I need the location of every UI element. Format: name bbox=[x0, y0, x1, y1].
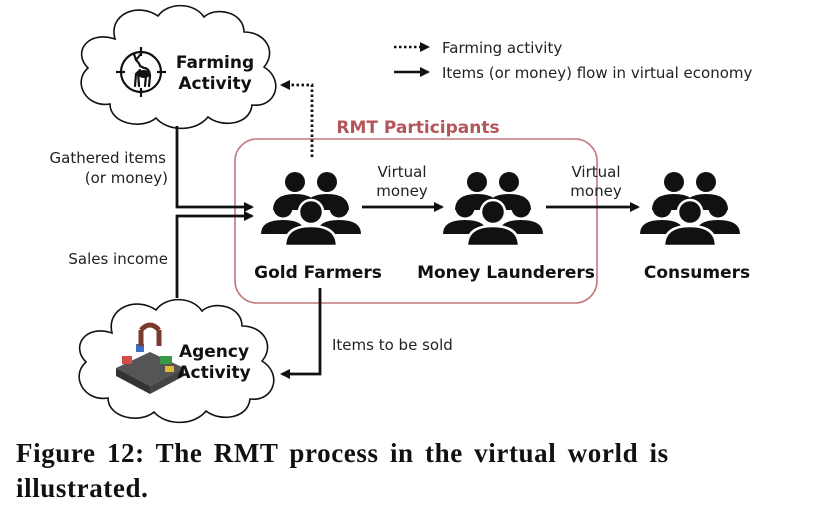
farming-label-line1: Farming bbox=[176, 53, 254, 73]
group-border bbox=[234, 138, 598, 304]
virtual-money-1-label-line1: Virtual bbox=[377, 163, 426, 181]
rmt-participants-group: RMT Participants bbox=[234, 118, 598, 304]
virtual-money-2-label-line2: money bbox=[570, 182, 622, 200]
farming-activity-cloud: Farming Activity bbox=[80, 4, 277, 130]
gathered-items-arrow bbox=[175, 126, 254, 212]
legend: Farming activity Items (or money) flow i… bbox=[394, 39, 752, 82]
money-launderers-people-icon bbox=[441, 170, 545, 248]
virtual-money-2-label-line1: Virtual bbox=[571, 163, 620, 181]
sales-income-arrow bbox=[175, 211, 254, 298]
agency-building-icon bbox=[116, 322, 184, 394]
consumers-label: Consumers bbox=[644, 263, 750, 283]
gold-farmers-label: Gold Farmers bbox=[254, 263, 382, 283]
gold-farmers-node: Gold Farmers bbox=[254, 170, 382, 283]
gold-farmers-people-icon bbox=[259, 170, 363, 248]
edges bbox=[175, 80, 640, 379]
rmt-process-diagram: Farming activity Items (or money) flow i… bbox=[50, 4, 752, 424]
farming-activity-arrow bbox=[280, 80, 314, 157]
gathered-items-label-line2: (or money) bbox=[85, 169, 168, 187]
consumers-node: Consumers bbox=[638, 170, 750, 283]
edge-labels: Gathered items (or money) Sales income V… bbox=[50, 149, 622, 354]
legend-farming-label: Farming activity bbox=[442, 39, 562, 57]
farming-label-line2: Activity bbox=[178, 74, 251, 94]
consumers-people-icon bbox=[638, 170, 742, 248]
agency-label-line2: Activity bbox=[177, 363, 250, 383]
gathered-items-label-line1: Gathered items bbox=[50, 149, 167, 167]
group-title: RMT Participants bbox=[336, 118, 499, 138]
agency-activity-cloud: Agency Activity bbox=[78, 298, 275, 424]
items-to-be-sold-label: Items to be sold bbox=[332, 336, 453, 354]
agency-label-line1: Agency bbox=[179, 342, 249, 362]
legend-flow-label: Items (or money) flow in virtual economy bbox=[442, 64, 752, 82]
figure-caption: Figure 12: The RMT process in the virtua… bbox=[16, 438, 669, 503]
virtual-money-1-label-line2: money bbox=[376, 182, 428, 200]
money-launderers-label: Money Launderers bbox=[417, 263, 595, 283]
items-to-be-sold-arrow bbox=[280, 288, 322, 379]
money-launderers-node: Money Launderers bbox=[417, 170, 595, 283]
sales-income-label: Sales income bbox=[68, 250, 168, 268]
crosshair-deer-icon bbox=[116, 47, 166, 97]
